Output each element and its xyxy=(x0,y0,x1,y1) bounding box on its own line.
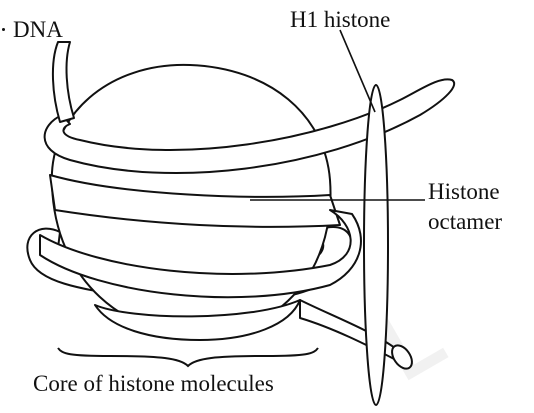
histone-octamer-label-line1: Histone xyxy=(428,180,500,203)
histone-octamer-label-line2: octamer xyxy=(428,210,502,233)
h1-histone-ellipse xyxy=(364,85,388,405)
h1-leader-line xyxy=(340,30,375,112)
dna-entry-tail xyxy=(53,42,74,122)
dna-label: DNA xyxy=(13,18,63,41)
core-label: Core of histone molecules xyxy=(33,372,274,395)
core-brace xyxy=(58,348,318,366)
h1-histone-label: H1 histone xyxy=(290,8,390,31)
dna-bullet xyxy=(2,28,5,31)
